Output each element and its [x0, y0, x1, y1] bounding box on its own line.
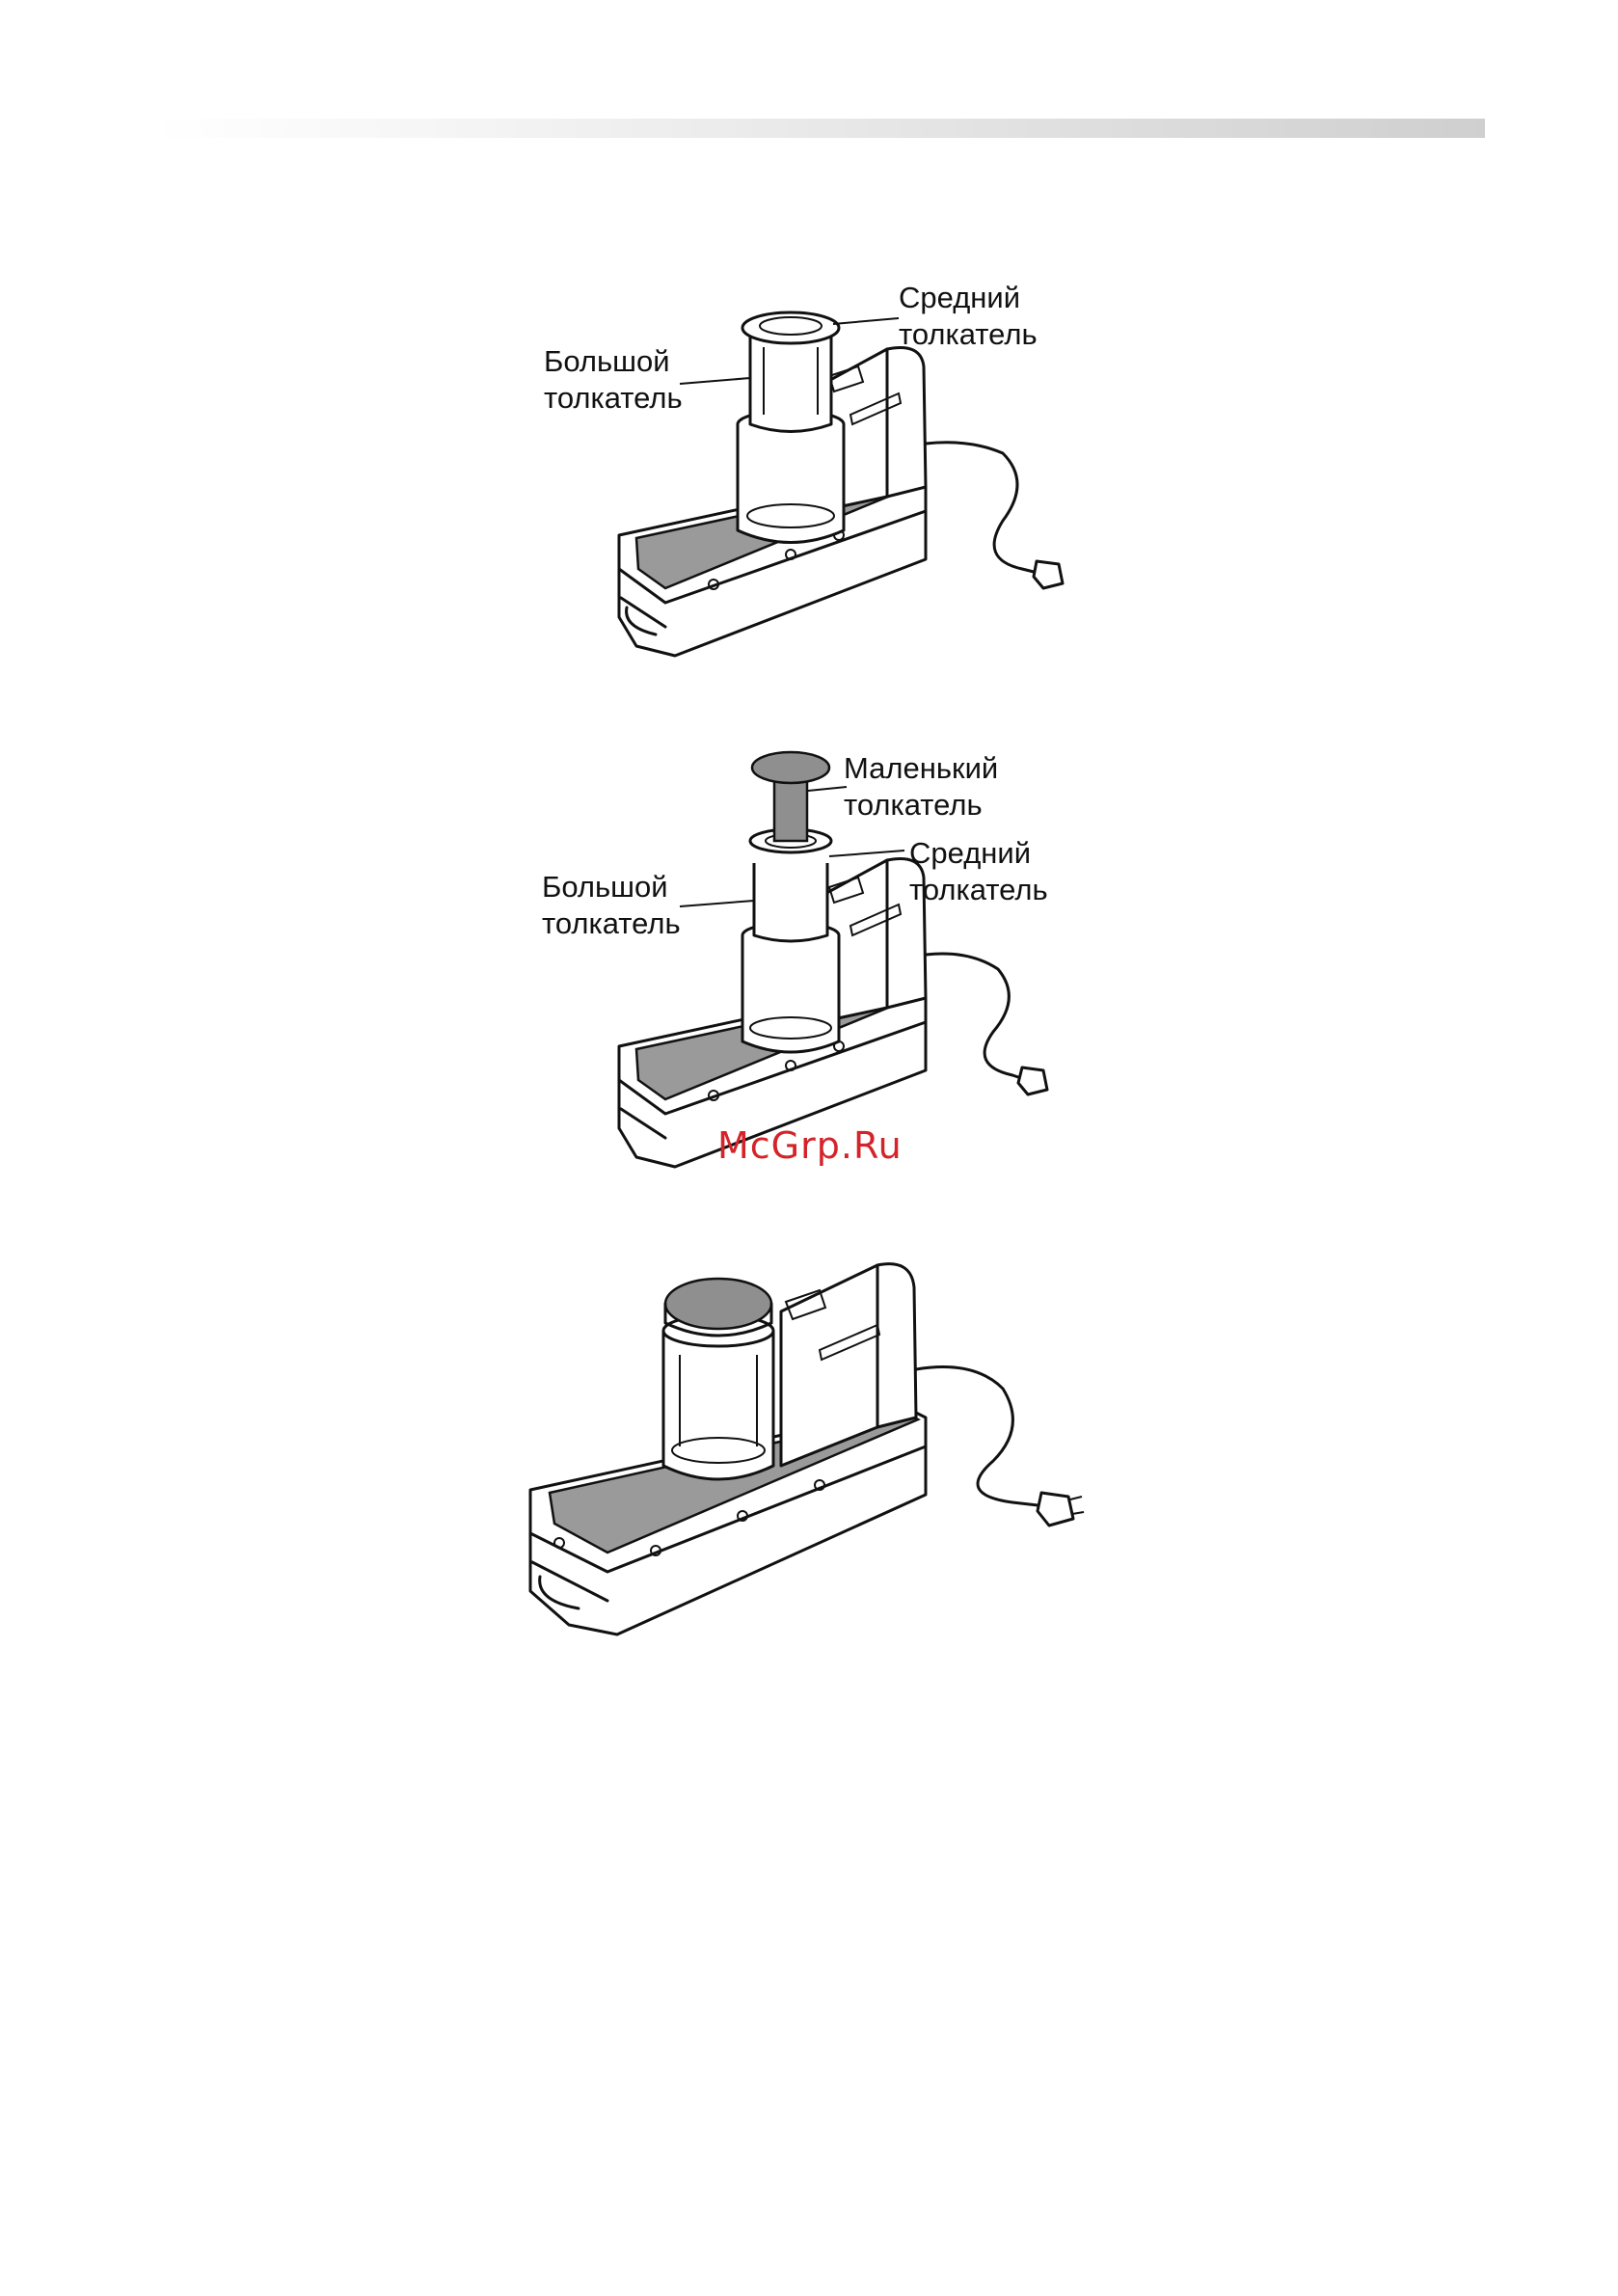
label-large-pusher: Большой толкатель: [544, 343, 683, 417]
label-small-pusher: Маленький толкатель: [844, 750, 998, 824]
food-processor-illustration-3: [521, 1244, 1099, 1649]
watermark: McGrp.Ru: [717, 1124, 903, 1167]
label-large-pusher: Большой толкатель: [542, 869, 681, 942]
label-medium-pusher: Средний толкатель: [899, 280, 1038, 353]
figure-3-food-processor-assembled: [521, 1244, 1099, 1649]
label-medium-pusher: Средний толкатель: [909, 835, 1048, 908]
food-processor-illustration-2: [598, 743, 1080, 1176]
figure-1-food-processor-large-and-medium-pusher: Средний толкатель Большой толкатель: [598, 280, 1099, 665]
header-gradient-bar: [154, 119, 1485, 138]
figure-2-food-processor-all-pushers: Маленький толкатель Средний толкатель Бо…: [598, 743, 1080, 1176]
